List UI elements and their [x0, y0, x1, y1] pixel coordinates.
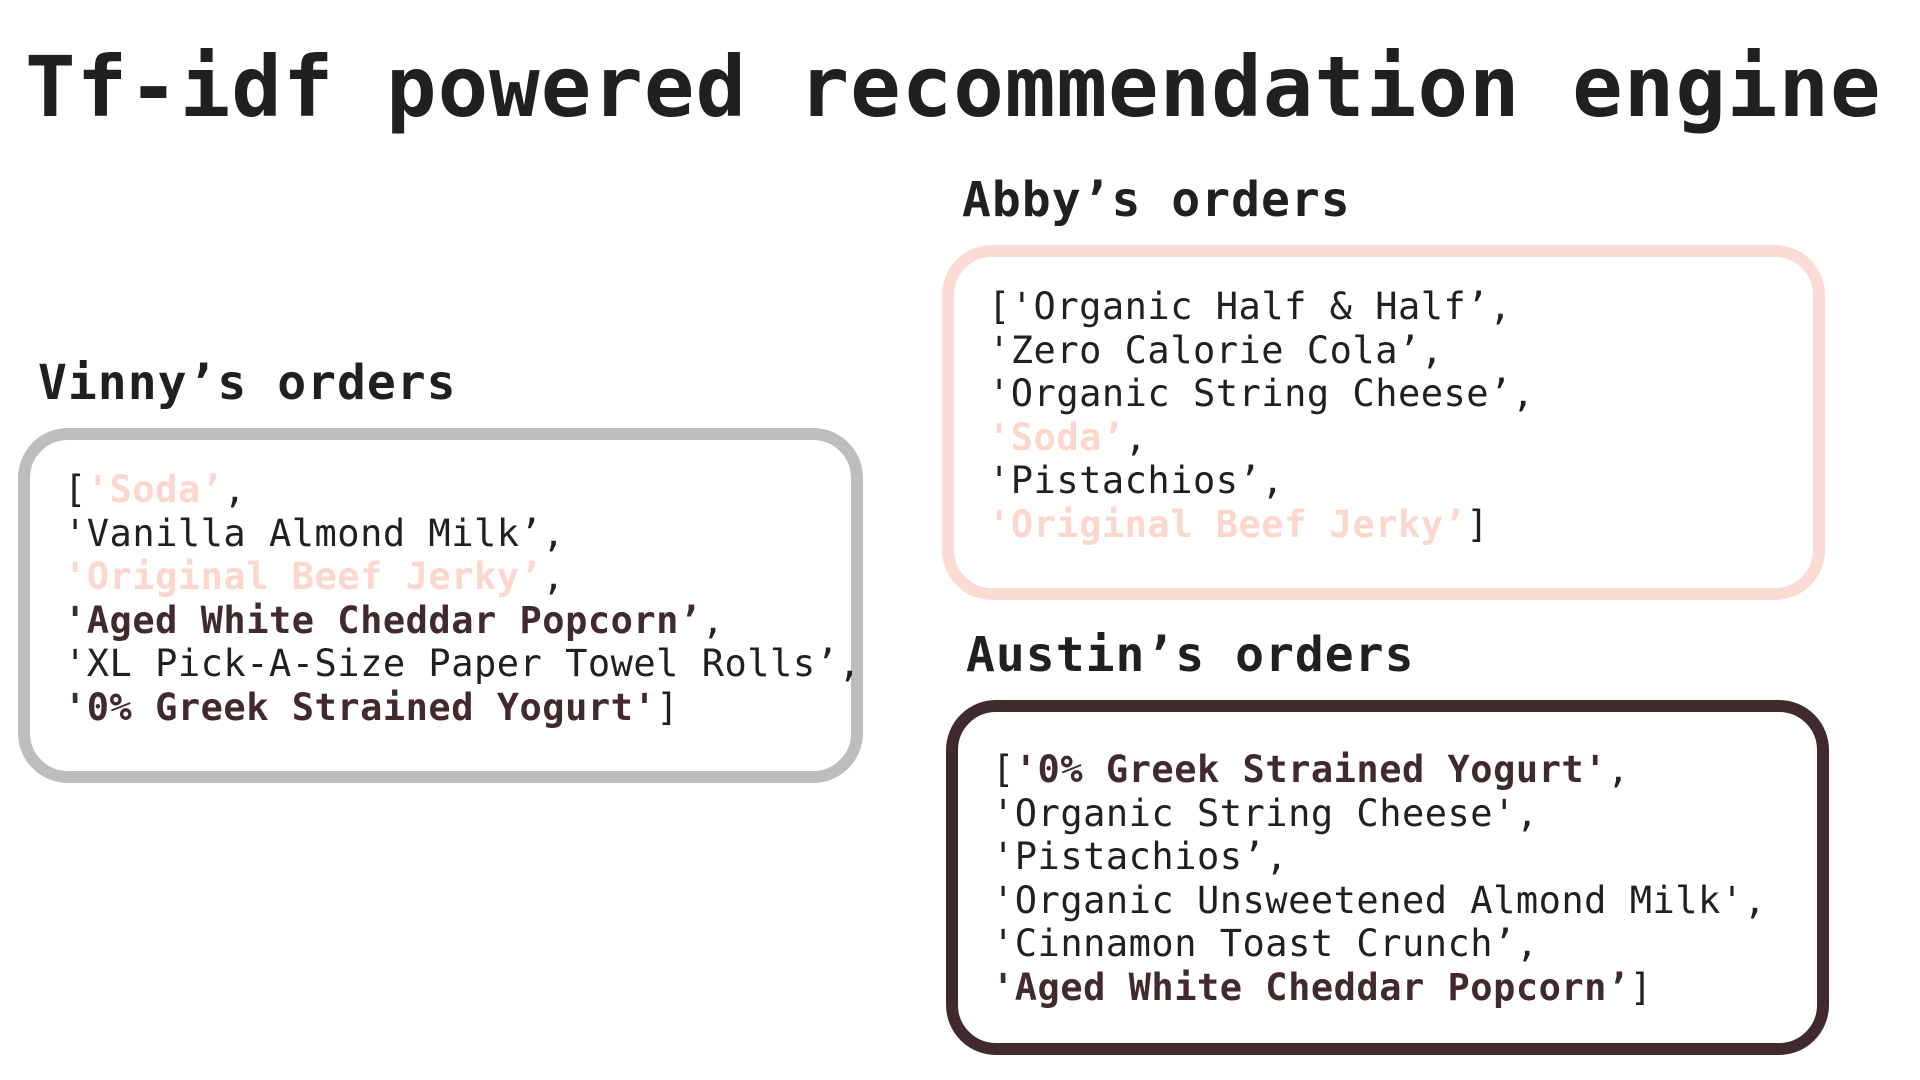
order-line: 'Organic String Cheese’, [988, 372, 1535, 415]
order-line: 'Pistachios’, [988, 459, 1285, 502]
order-item: '0% Greek Strained Yogurt' [64, 685, 657, 729]
austin-orders-heading: Austin’s orders [966, 627, 1415, 683]
order-item: 'Organic String Cheese' [992, 791, 1516, 835]
order-item: 'XL Pick-A-Size Paper Towel Rolls’ [64, 642, 839, 685]
abby-orders-box: ['Organic Half & Half’, 'Zero Calorie Co… [942, 245, 1825, 600]
order-item: 'Organic Half & Half’ [1010, 285, 1490, 328]
order-line: 'Original Beef Jerky’] [988, 502, 1490, 546]
order-item: 'Soda’ [86, 468, 224, 511]
order-line: 'Vanilla Almond Milk’, [64, 511, 566, 555]
order-item: '0% Greek Strained Yogurt' [1014, 748, 1607, 791]
order-item: 'Pistachios’ [988, 459, 1262, 502]
order-item: 'Zero Calorie Cola’ [988, 328, 1421, 372]
order-line: ['Organic Half & Half’, [988, 285, 1512, 328]
order-item: 'Organic String Cheese’ [988, 372, 1512, 415]
order-line: 'Cinnamon Toast Crunch’, [992, 922, 1539, 965]
vinny-orders-box: ['Soda’, 'Vanilla Almond Milk’, 'Origina… [18, 428, 863, 783]
order-item: 'Aged White Cheddar Popcorn’ [992, 965, 1630, 1009]
order-item: 'Original Beef Jerky’ [64, 555, 543, 598]
order-line: 'Aged White Cheddar Popcorn’] [992, 965, 1653, 1009]
order-line: 'Organic Unsweetened Almond Milk', [992, 878, 1767, 922]
order-line: 'Aged White Cheddar Popcorn’, [64, 598, 725, 642]
order-line: 'Pistachios’, [992, 835, 1289, 878]
order-item: 'Organic Unsweetened Almond Milk' [992, 878, 1744, 922]
order-item: 'Vanilla Almond Milk’ [64, 511, 543, 555]
order-line: ['Soda’, [64, 468, 247, 511]
page-title: Tf-idf powered recommendation engine [25, 38, 1882, 136]
order-item: 'Soda’ [988, 415, 1125, 459]
vinny-orders-heading: Vinny’s orders [38, 355, 457, 411]
order-line: 'Organic String Cheese', [992, 791, 1539, 835]
order-line: 'XL Pick-A-Size Paper Towel Rolls’, [64, 642, 862, 685]
order-line: 'Soda’, [988, 415, 1148, 459]
order-item: 'Aged White Cheddar Popcorn’ [64, 598, 702, 642]
order-line: ['0% Greek Strained Yogurt', [992, 748, 1630, 791]
austin-orders-box: ['0% Greek Strained Yogurt', 'Organic St… [946, 700, 1829, 1055]
order-item: 'Cinnamon Toast Crunch’ [992, 922, 1516, 965]
order-line: 'Original Beef Jerky’, [64, 555, 566, 598]
order-item: 'Pistachios’ [992, 835, 1266, 878]
order-line: '0% Greek Strained Yogurt'] [64, 685, 679, 729]
order-line: 'Zero Calorie Cola’, [988, 328, 1444, 372]
order-item: 'Original Beef Jerky’ [988, 502, 1467, 546]
abby-orders-heading: Abby’s orders [962, 172, 1351, 228]
